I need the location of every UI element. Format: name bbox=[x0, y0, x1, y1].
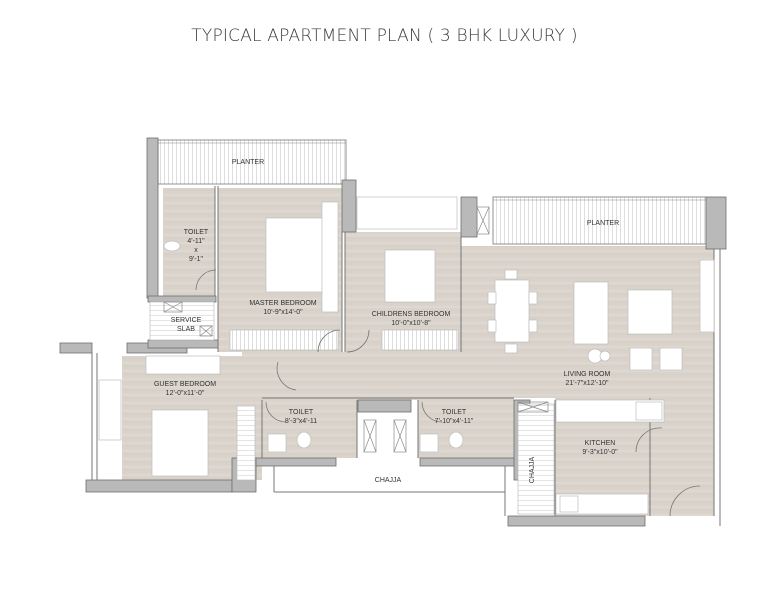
svg-text:x: x bbox=[194, 247, 198, 254]
svg-text:12'-0"x11'-0": 12'-0"x11'-0" bbox=[166, 390, 205, 397]
master-wardrobe bbox=[229, 329, 339, 351]
service-slab-label: SERVICE bbox=[171, 317, 202, 324]
svg-text:8'-3"x4'-11: 8'-3"x4'-11 bbox=[285, 418, 317, 425]
childrens-bed bbox=[384, 249, 436, 303]
dining-table bbox=[494, 279, 530, 343]
living-room-label: LIVING ROOM bbox=[564, 371, 611, 378]
toilet-master-label: TOILET bbox=[184, 229, 209, 236]
childrens-desk bbox=[356, 196, 458, 230]
planter-label: PLANTER bbox=[232, 159, 264, 166]
chaja-bottom-label: CHAJJA bbox=[375, 477, 402, 484]
master-bed bbox=[265, 217, 327, 293]
guest-bedroom-label: GUEST BEDROOM bbox=[154, 381, 216, 388]
chaja-side-label: CHAJJA bbox=[529, 456, 536, 483]
svg-text:9'-3"x10'-0": 9'-3"x10'-0" bbox=[582, 449, 618, 456]
svg-text:4'-11": 4'-11" bbox=[187, 238, 205, 245]
kitchen-label: KITCHEN bbox=[585, 440, 616, 447]
guest-wardrobe bbox=[236, 405, 256, 481]
childrens-bedroom-label: CHILDRENS BEDROOM bbox=[372, 311, 451, 318]
plan-title: TYPICAL APARTMENT PLAN ( 3 BHK LUXURY ) bbox=[191, 26, 578, 46]
sofa bbox=[573, 281, 609, 345]
room-labels: TOILET 4'-11" x 9'-1" MASTER BEDROOM 10'… bbox=[154, 229, 618, 484]
childrens-wardrobe bbox=[381, 329, 459, 351]
kitchen-counter-bottom bbox=[555, 493, 649, 515]
svg-text:7'-10"x4'-11": 7'-10"x4'-11" bbox=[435, 418, 474, 425]
master-bedroom-label: MASTER BEDROOM bbox=[249, 300, 316, 307]
svg-text:9'-1": 9'-1" bbox=[189, 256, 203, 263]
guest-bed bbox=[151, 409, 209, 477]
svg-text:10'-9"x14'-0": 10'-9"x14'-0" bbox=[263, 309, 303, 316]
svg-text:21'-7"x12'-10": 21'-7"x12'-10" bbox=[565, 380, 609, 387]
svg-text:10'-0"x10'-8": 10'-0"x10'-8" bbox=[391, 320, 431, 327]
toilet-children-label: TOILET bbox=[442, 409, 467, 416]
svg-text:SLAB: SLAB bbox=[177, 326, 195, 333]
toilet-guest-label: TOILET bbox=[289, 409, 314, 416]
master-side-unit bbox=[321, 201, 339, 313]
planter-top-right: PLANTER bbox=[492, 196, 707, 245]
chaja-side-area bbox=[517, 403, 555, 515]
planter-label: PLANTER bbox=[587, 220, 619, 227]
coffee-table bbox=[627, 289, 673, 335]
planter-top-left: PLANTER bbox=[157, 139, 347, 185]
